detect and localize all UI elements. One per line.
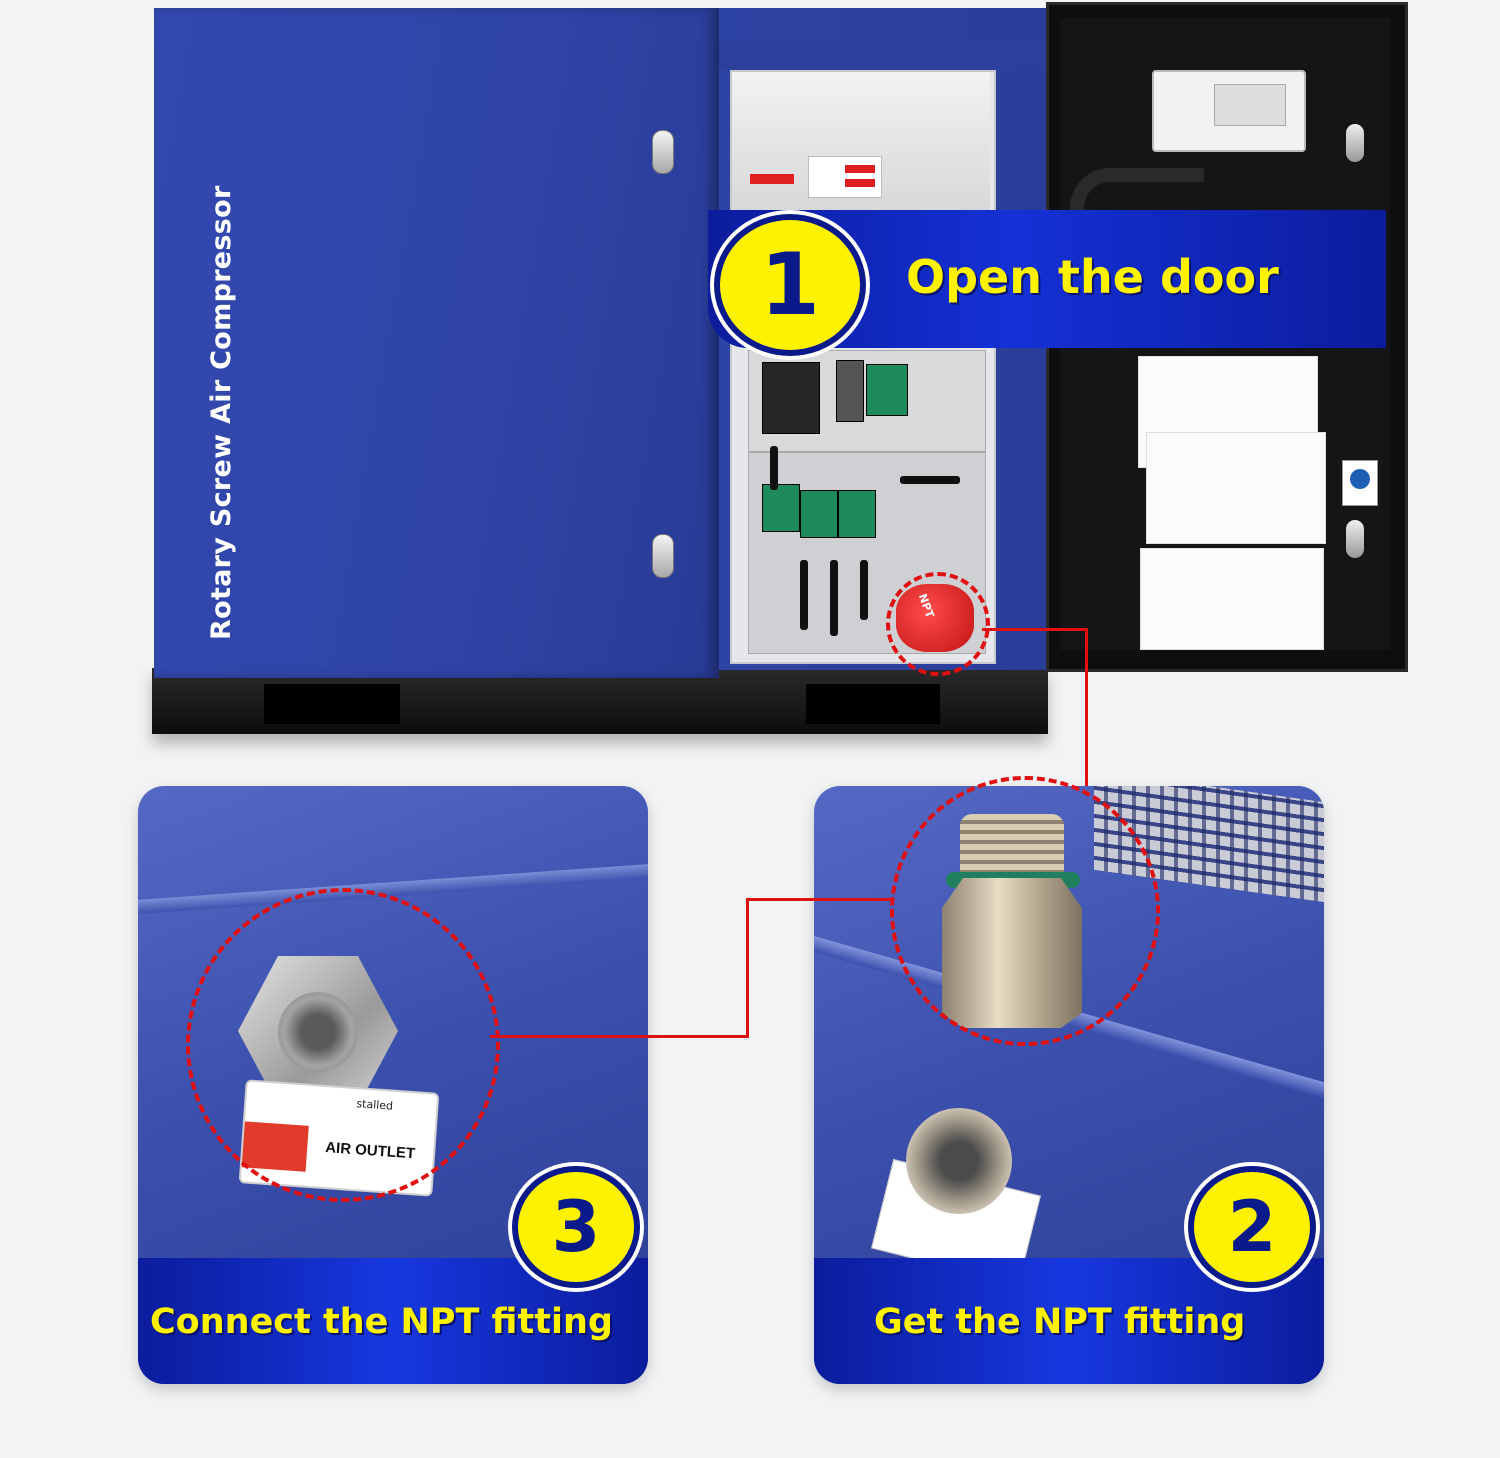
contactor-1 bbox=[762, 484, 800, 532]
connector-line bbox=[1085, 628, 1088, 794]
unit-side-label: Rotary Screw Air Compressor bbox=[206, 185, 237, 640]
step-2-label: Get the NPT fitting bbox=[874, 1302, 1246, 1342]
door-latch-top-icon[interactable] bbox=[652, 130, 674, 174]
forklift-slot-left bbox=[264, 684, 400, 724]
wire bbox=[770, 446, 778, 490]
contactor-3 bbox=[838, 490, 876, 538]
connector-line bbox=[982, 628, 1088, 631]
transformer-module bbox=[762, 362, 820, 434]
outlet-port bbox=[906, 1108, 1012, 1214]
connector-line bbox=[748, 898, 892, 901]
cabinet-left-door bbox=[154, 8, 719, 678]
step-1-label: Open the door bbox=[906, 250, 1279, 304]
connector-line bbox=[490, 1035, 749, 1038]
door-latch-bottom-icon[interactable] bbox=[652, 534, 674, 578]
open-door-latch-top-icon[interactable] bbox=[1346, 124, 1364, 162]
terminal-block bbox=[836, 360, 864, 422]
fitting-highlight-circle bbox=[890, 776, 1160, 1046]
manual-sheet-3 bbox=[1140, 548, 1324, 650]
outlet-highlight-circle bbox=[186, 888, 500, 1202]
contactor-2 bbox=[800, 490, 838, 538]
connector-line bbox=[746, 898, 749, 1038]
door-controller bbox=[1152, 70, 1306, 152]
forklift-slot-right bbox=[806, 684, 940, 724]
relay-module bbox=[866, 364, 908, 416]
wire bbox=[860, 560, 868, 620]
manual-sheet-2 bbox=[1146, 432, 1326, 544]
step-3-badge: 3 bbox=[512, 1166, 640, 1288]
cabinet-frame bbox=[718, 40, 1050, 70]
wire bbox=[800, 560, 808, 630]
npt-highlight-circle bbox=[886, 572, 990, 676]
step-2-badge: 2 bbox=[1188, 1166, 1316, 1288]
open-door-latch-bottom-icon[interactable] bbox=[1346, 520, 1364, 558]
arrow-sticker-icon bbox=[750, 174, 794, 184]
wire bbox=[830, 560, 838, 636]
wire bbox=[900, 476, 960, 484]
certification-sticker-icon bbox=[1342, 460, 1378, 506]
step-3-label: Connect the NPT fitting bbox=[150, 1302, 613, 1342]
warning-sticker bbox=[808, 156, 882, 198]
step-1-badge: 1 bbox=[714, 214, 866, 356]
